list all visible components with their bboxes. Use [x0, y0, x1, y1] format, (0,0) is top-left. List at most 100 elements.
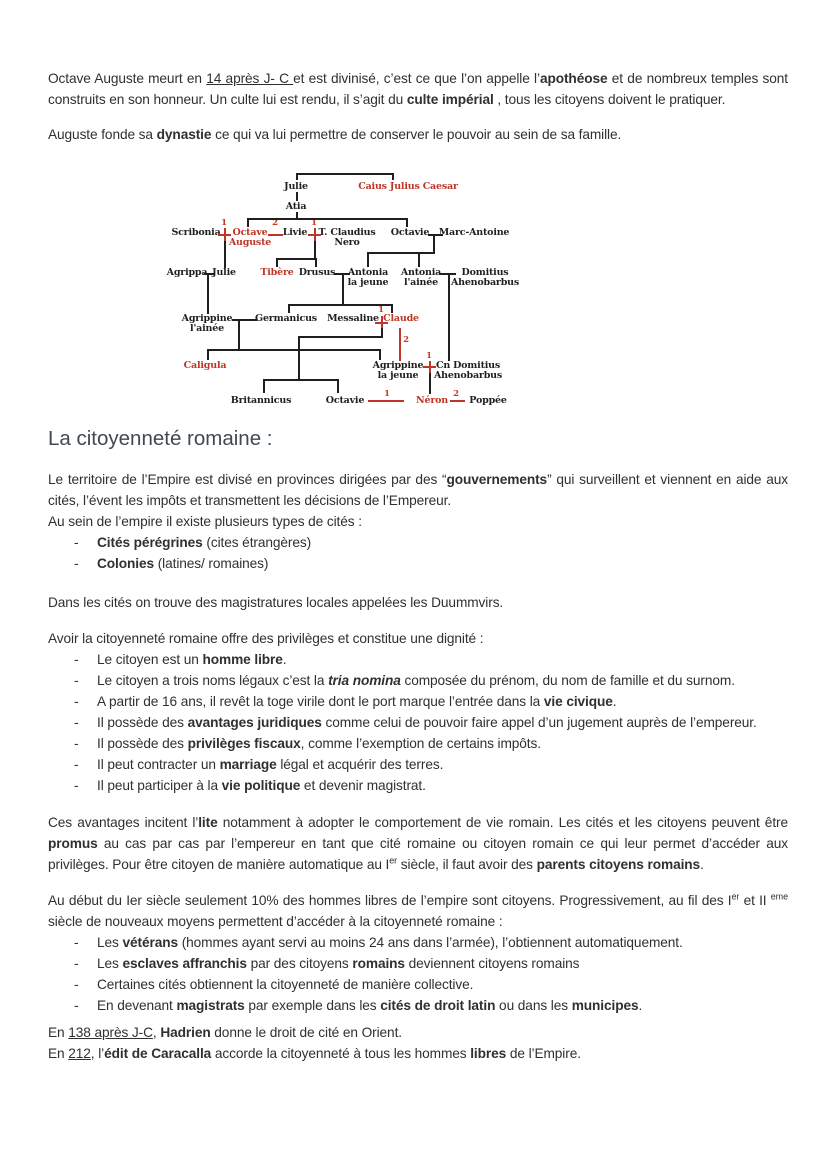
- section-heading: La citoyenneté romaine :: [48, 427, 273, 450]
- tree-node: Messaline: [327, 313, 379, 324]
- tree-line: [392, 173, 394, 180]
- paragraph-territoire: Le territoire de l’Empire est divisé en …: [48, 472, 788, 508]
- list-city-types: - Cités pérégrines (cites étrangères) - …: [48, 532, 788, 574]
- paragraph-elite: Ces avantages incitent l’lite notamment …: [48, 815, 788, 872]
- tree-line: [207, 273, 209, 314]
- list-dash: -: [74, 977, 79, 992]
- tree-marriage-number: 1: [384, 389, 390, 399]
- tree-node: Cn Domitius Ahenobarbus: [433, 360, 503, 381]
- list-item-text: Colonies (latines/ romaines): [97, 556, 269, 571]
- tree-line: [433, 234, 435, 254]
- tree-line: [368, 400, 404, 402]
- tree-node: Domitius Ahenobarbus: [450, 267, 520, 288]
- tree-line: [342, 273, 344, 306]
- tree-line: [296, 212, 298, 219]
- list-dash: -: [74, 556, 79, 571]
- list-item: - Le citoyen est un homme libre.: [48, 649, 788, 670]
- tree-line: [367, 252, 369, 267]
- paragraph-dynastie: Auguste fonde sa dynastie ce qui va lui …: [48, 127, 622, 142]
- list-item-text: En devenant magistrats par exemple dans …: [97, 998, 643, 1013]
- tree-line: [391, 304, 393, 313]
- paragraph-caracalla: En 212, l’édit de Caracalla accorde la c…: [48, 1046, 581, 1061]
- tree-marriage-number: 1: [221, 218, 227, 228]
- list-item: - A partir de 16 ans, il revêt la toge v…: [48, 691, 788, 712]
- paragraph-apotheose: Octave Auguste meurt en 14 après J- C et…: [48, 71, 788, 107]
- tree-line: [423, 366, 436, 368]
- list-item-text: Le citoyen a trois noms légaux c’est la …: [97, 673, 735, 688]
- tree-line: [232, 319, 257, 321]
- tree-node: Marc-Antoine: [438, 227, 510, 238]
- tree-node: Poppée: [469, 395, 507, 406]
- list-item-text: Cités pérégrines (cites étrangères): [97, 535, 312, 550]
- tree-node: Atia: [285, 201, 307, 212]
- list-item: - Il possède des avantages juridiques co…: [48, 712, 788, 733]
- tree-line: [375, 322, 388, 324]
- tree-node: Livie: [282, 227, 308, 238]
- tree-line: [247, 218, 408, 220]
- list-item: - Les vétérans (hommes ayant servi au mo…: [48, 932, 788, 953]
- tree-line: [296, 192, 298, 201]
- tree-marriage-number: 2: [403, 335, 409, 345]
- tree-node: Caius Julius Caesar: [358, 181, 458, 192]
- list-dash: -: [74, 673, 79, 688]
- tree-line: [399, 328, 401, 361]
- tree-node: Octavie: [325, 395, 365, 406]
- list-item: - Les esclaves affranchis par des citoye…: [48, 953, 788, 974]
- tree-marriage-number: 2: [453, 389, 459, 399]
- tree-line: [276, 258, 317, 260]
- tree-line: [298, 336, 383, 338]
- list-item-text: Les vétérans (hommes ayant servi au moin…: [97, 935, 683, 950]
- list-item-text: Il possède des privilèges fiscaux, comme…: [97, 736, 541, 751]
- tree-marriage-number: 2: [272, 218, 278, 228]
- tree-node: T. Claudius Nero: [318, 227, 376, 248]
- list-dash: -: [74, 778, 79, 793]
- list-item-text: Le citoyen est un homme libre.: [97, 652, 287, 667]
- list-item-text: Certaines cités obtiennent la citoyennet…: [97, 977, 474, 992]
- list-dash: -: [74, 736, 79, 751]
- list-dash: -: [74, 535, 79, 550]
- list-item-text: Les esclaves affranchis par des citoyens…: [97, 956, 580, 971]
- list-dash: -: [74, 715, 79, 730]
- paragraph-privileges-intro: Avoir la citoyenneté romaine offre des p…: [48, 631, 484, 646]
- tree-line: [288, 304, 290, 313]
- list-dash: -: [74, 998, 79, 1013]
- tree-node: Octavie: [390, 227, 430, 238]
- tree-line: [296, 173, 394, 175]
- tree-node: Britannicus: [230, 395, 292, 406]
- tree-line: [288, 304, 393, 306]
- tree-line: [315, 258, 317, 267]
- tree-line: [379, 349, 381, 360]
- tree-node: Agrippine l'ainée: [181, 313, 233, 334]
- list-dash: -: [74, 935, 79, 950]
- tree-line: [367, 252, 435, 254]
- tree-line: [418, 252, 420, 267]
- tree-node: Octave Auguste: [228, 227, 272, 248]
- list-dash: -: [74, 694, 79, 709]
- list-dash: -: [74, 956, 79, 971]
- list-item: - Certaines cités obtiennent la citoyenn…: [48, 974, 788, 995]
- paragraph-duummvirs: Dans les cités on trouve des magistratur…: [48, 595, 504, 610]
- list-item: - Il possède des privilèges fiscaux, com…: [48, 733, 788, 754]
- tree-marriage-number: 1: [378, 305, 384, 315]
- tree-node: Germanicus: [255, 313, 317, 324]
- tree-line: [247, 218, 249, 227]
- tree-node: Antonia l'ainée: [400, 267, 442, 288]
- tree-line: [314, 241, 316, 260]
- tree-line: [224, 241, 226, 268]
- list-item-text: Il possède des avantages juridiques comm…: [97, 715, 757, 730]
- tree-marriage-number: 1: [426, 351, 432, 361]
- tree-line: [406, 218, 408, 227]
- list-item-text: Il peut contracter un marriage légal et …: [97, 757, 444, 772]
- tree-node: Tibère: [260, 267, 294, 278]
- tree-line: [429, 373, 431, 394]
- tree-line: [268, 234, 283, 236]
- tree-node: Claude: [383, 313, 419, 324]
- list-item-text: A partir de 16 ans, il revêt la toge vir…: [97, 694, 617, 709]
- tree-node: Néron: [416, 395, 448, 406]
- tree-node: Agrippine la jeune: [372, 360, 424, 381]
- tree-line: [296, 173, 298, 180]
- tree-node: Antonia la jeune: [347, 267, 389, 288]
- tree-node: Julie: [212, 267, 236, 278]
- list-privileges: - Le citoyen est un homme libre. - Le ci…: [48, 649, 788, 796]
